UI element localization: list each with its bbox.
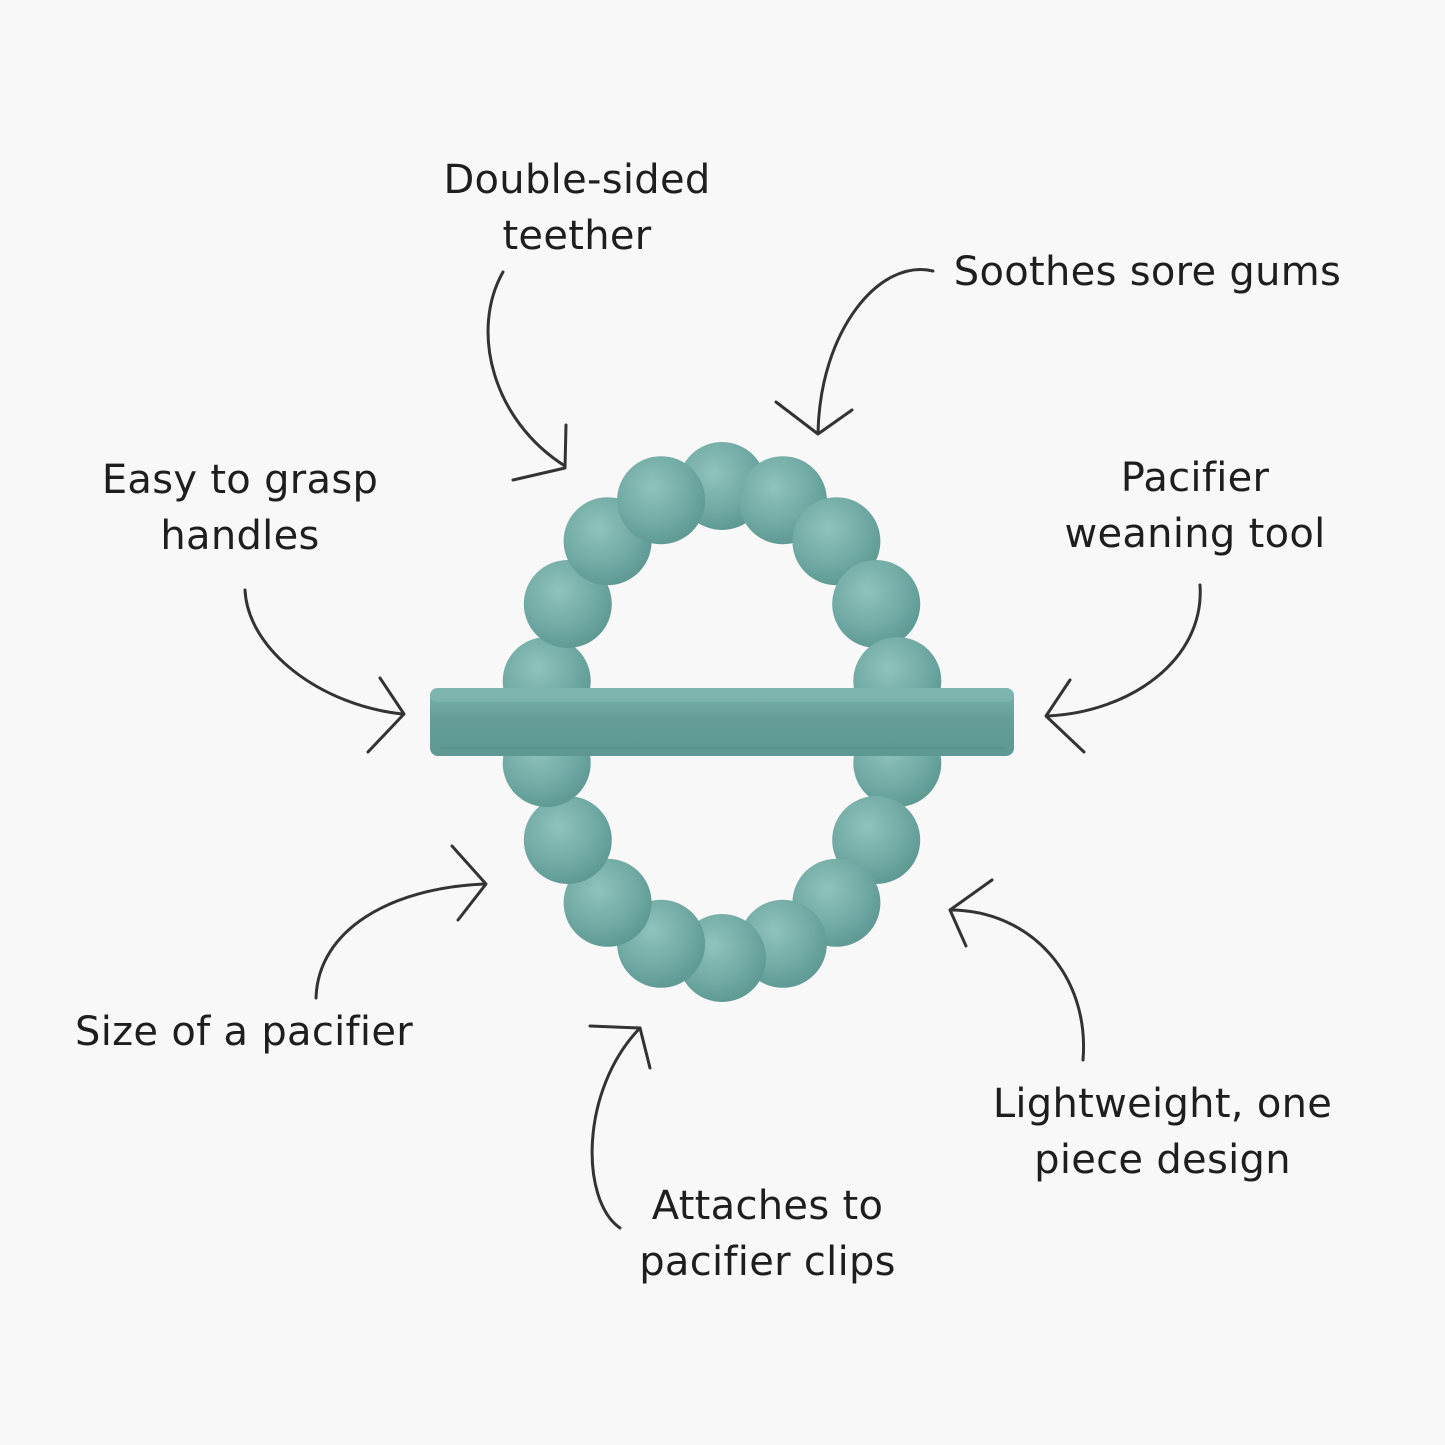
arrow-weaning [1044, 583, 1202, 754]
teether-bead [563, 858, 652, 947]
label-line: Soothes sore gums [953, 249, 1342, 295]
teether-bead [617, 456, 706, 545]
label-line: weaning tool [1064, 511, 1326, 557]
label-line: piece design [1034, 1137, 1291, 1183]
label-line: Easy to grasp [101, 457, 379, 503]
label-soothes-sore-gums: Soothes sore gums [945, 244, 1350, 300]
arrow-easy-grasp [243, 588, 406, 754]
label-line: pacifier clips [639, 1239, 896, 1285]
label-lightweight-design: Lightweight, one piece design [975, 1076, 1350, 1188]
handle-bar [430, 688, 1014, 756]
arrow-soothes [774, 268, 935, 436]
label-line: Lightweight, one [992, 1081, 1333, 1127]
label-easy-to-grasp: Easy to grasp handles [90, 452, 390, 564]
label-line: Attaches to [651, 1183, 884, 1229]
label-size-of-pacifier: Size of a pacifier [60, 1004, 428, 1060]
teether-bead [523, 560, 612, 648]
label-line: teether [502, 213, 652, 259]
label-line: handles [160, 513, 320, 559]
arrow-attaches [588, 1024, 652, 1230]
label-attaches-to-clips: Attaches to pacifier clips [625, 1178, 910, 1290]
arrow-lightweight [948, 878, 1086, 1062]
label-pacifier-weaning-tool: Pacifier weaning tool [1050, 450, 1340, 562]
arrow-double-sided [486, 270, 568, 482]
arrow-size [314, 844, 488, 1000]
label-line: Size of a pacifier [75, 1009, 413, 1055]
teether-bead [832, 560, 921, 648]
label-line: Pacifier [1120, 455, 1270, 501]
teether-bead [792, 497, 881, 586]
teether-bead [832, 796, 921, 884]
label-line: Double-sided [443, 157, 711, 203]
label-double-sided-teether: Double-sided teether [427, 152, 727, 264]
teether-bead [523, 796, 612, 884]
